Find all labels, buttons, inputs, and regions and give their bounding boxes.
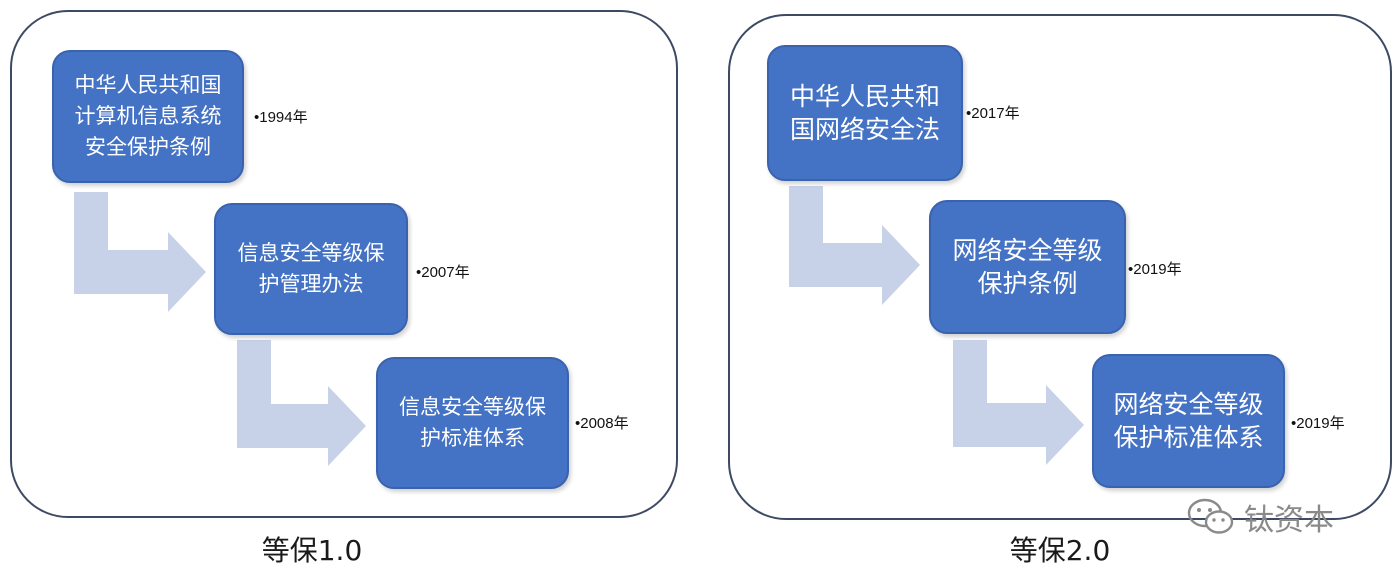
arrow-1-2: [237, 340, 366, 466]
watermark-text: 钛资本: [1244, 503, 1334, 538]
wechat-icon: [1187, 498, 1234, 534]
arrow-2-1: [789, 186, 920, 305]
arrow-2-2: [953, 340, 1084, 465]
standard-box-2008: 信息安全等级保护标准体系: [376, 357, 569, 489]
law-box-2007: 信息安全等级保护管理办法: [214, 203, 408, 335]
panel-title-1: 等保1.0: [261, 534, 363, 567]
law-box-2017: 中华人民共和国网络安全法: [767, 45, 963, 181]
year-label-1994: •1994年: [254, 109, 308, 126]
standard-box-2019: 网络安全等级保护标准体系: [1092, 354, 1285, 488]
watermark: 钛资本: [1186, 497, 1334, 538]
year-label-2019-b: •2019年: [1291, 415, 1345, 432]
year-label-2007: •2007年: [416, 264, 470, 281]
law-box-1994: 中华人民共和国计算机信息系统安全保护条例: [52, 50, 244, 183]
year-label-2008: •2008年: [575, 415, 629, 432]
arrow-1-1: [74, 192, 206, 312]
regulation-box-2019: 网络安全等级保护条例: [929, 200, 1126, 334]
year-label-2017: •2017年: [966, 105, 1020, 122]
year-label-2019-a: •2019年: [1128, 261, 1182, 278]
panel-title-2: 等保2.0: [1009, 534, 1111, 567]
